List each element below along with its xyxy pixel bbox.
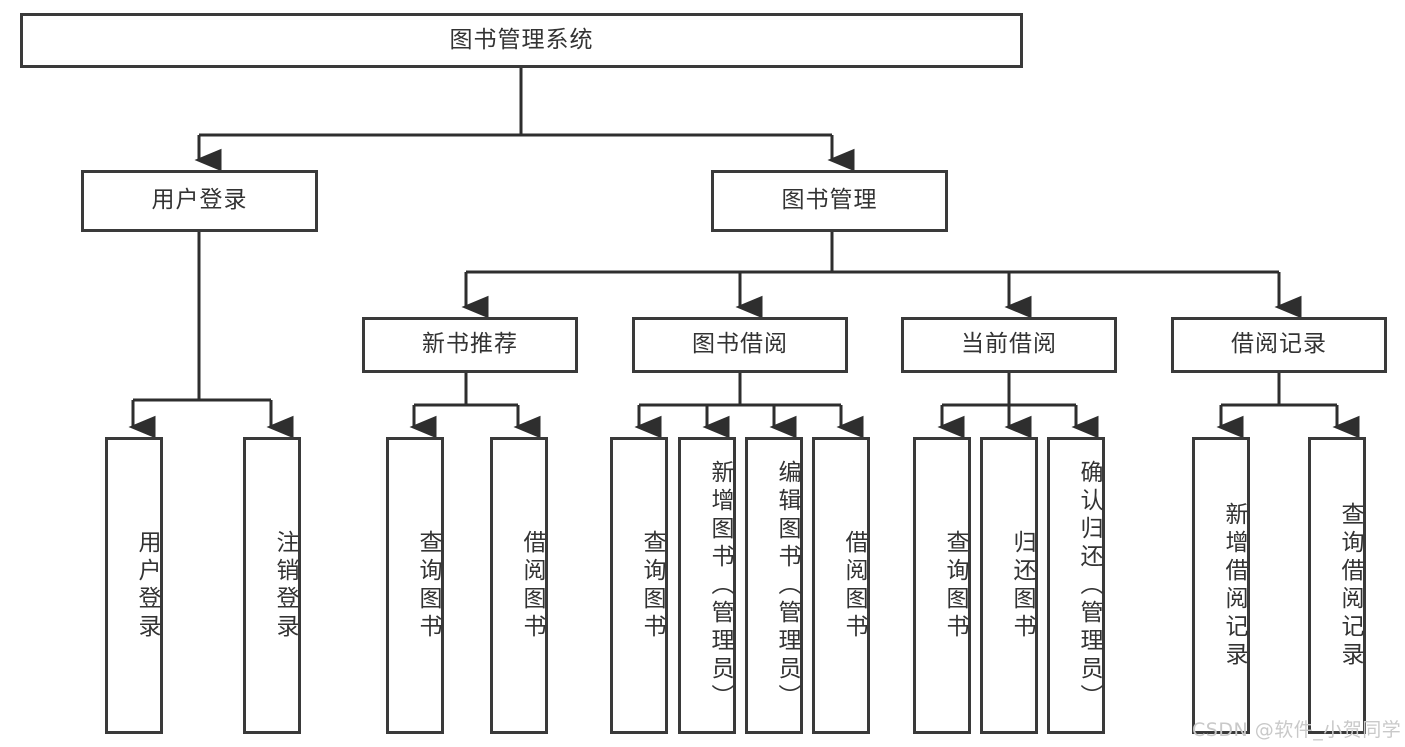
node-new-book-recommend[interactable]: 新书推荐 — [362, 317, 578, 373]
leaf-confirm-return-admin[interactable]: 确认归还（管理员） — [1047, 437, 1105, 734]
node-label: 查询图书 — [639, 529, 665, 642]
leaf-add-borrow-record[interactable]: 新增借阅记录 — [1192, 437, 1250, 734]
node-label: 新书推荐 — [422, 331, 518, 358]
node-label: 当前借阅 — [961, 331, 1057, 358]
node-label: 用户登录 — [134, 529, 160, 642]
leaf-query-book-current[interactable]: 查询图书 — [913, 437, 971, 734]
node-user-login[interactable]: 用户登录 — [81, 170, 318, 232]
node-label: 查询借阅记录 — [1337, 501, 1363, 670]
node-label: 编辑图书（管理员） — [774, 459, 800, 712]
node-current-borrow[interactable]: 当前借阅 — [901, 317, 1117, 373]
node-label: 查询图书 — [415, 529, 441, 642]
node-label: 查询图书 — [942, 529, 968, 642]
node-label: 确认归还（管理员） — [1076, 459, 1102, 712]
leaf-query-borrow-record[interactable]: 查询借阅记录 — [1308, 437, 1366, 734]
leaf-logout[interactable]: 注销登录 — [243, 437, 301, 734]
node-label: 图书管理系统 — [449, 26, 594, 53]
node-label: 借阅图书 — [841, 529, 867, 642]
node-label: 用户登录 — [151, 187, 248, 214]
node-label: 借阅图书 — [519, 529, 545, 642]
leaf-add-book-admin[interactable]: 新增图书（管理员） — [678, 437, 736, 734]
csdn-watermark: CSDN @软件_小贺同学 — [1192, 719, 1402, 741]
node-root-system[interactable]: 图书管理系统 — [20, 13, 1023, 68]
node-label: 新增图书（管理员） — [707, 459, 733, 712]
node-label: 归还图书 — [1009, 529, 1035, 642]
leaf-query-book-recommend[interactable]: 查询图书 — [386, 437, 444, 734]
leaf-borrow-book[interactable]: 借阅图书 — [812, 437, 870, 734]
node-book-borrow[interactable]: 图书借阅 — [632, 317, 848, 373]
node-label: 借阅记录 — [1231, 331, 1327, 358]
node-label: 注销登录 — [272, 529, 298, 642]
node-label: 新增借阅记录 — [1221, 501, 1247, 670]
node-book-management[interactable]: 图书管理 — [711, 170, 948, 232]
leaf-query-book-borrow[interactable]: 查询图书 — [610, 437, 668, 734]
leaf-user-login[interactable]: 用户登录 — [105, 437, 163, 734]
node-borrow-record[interactable]: 借阅记录 — [1171, 317, 1387, 373]
node-label: 图书借阅 — [692, 331, 788, 358]
leaf-borrow-book-recommend[interactable]: 借阅图书 — [490, 437, 548, 734]
node-label: 图书管理 — [781, 187, 878, 214]
leaf-edit-book-admin[interactable]: 编辑图书（管理员） — [745, 437, 803, 734]
leaf-return-book[interactable]: 归还图书 — [980, 437, 1038, 734]
